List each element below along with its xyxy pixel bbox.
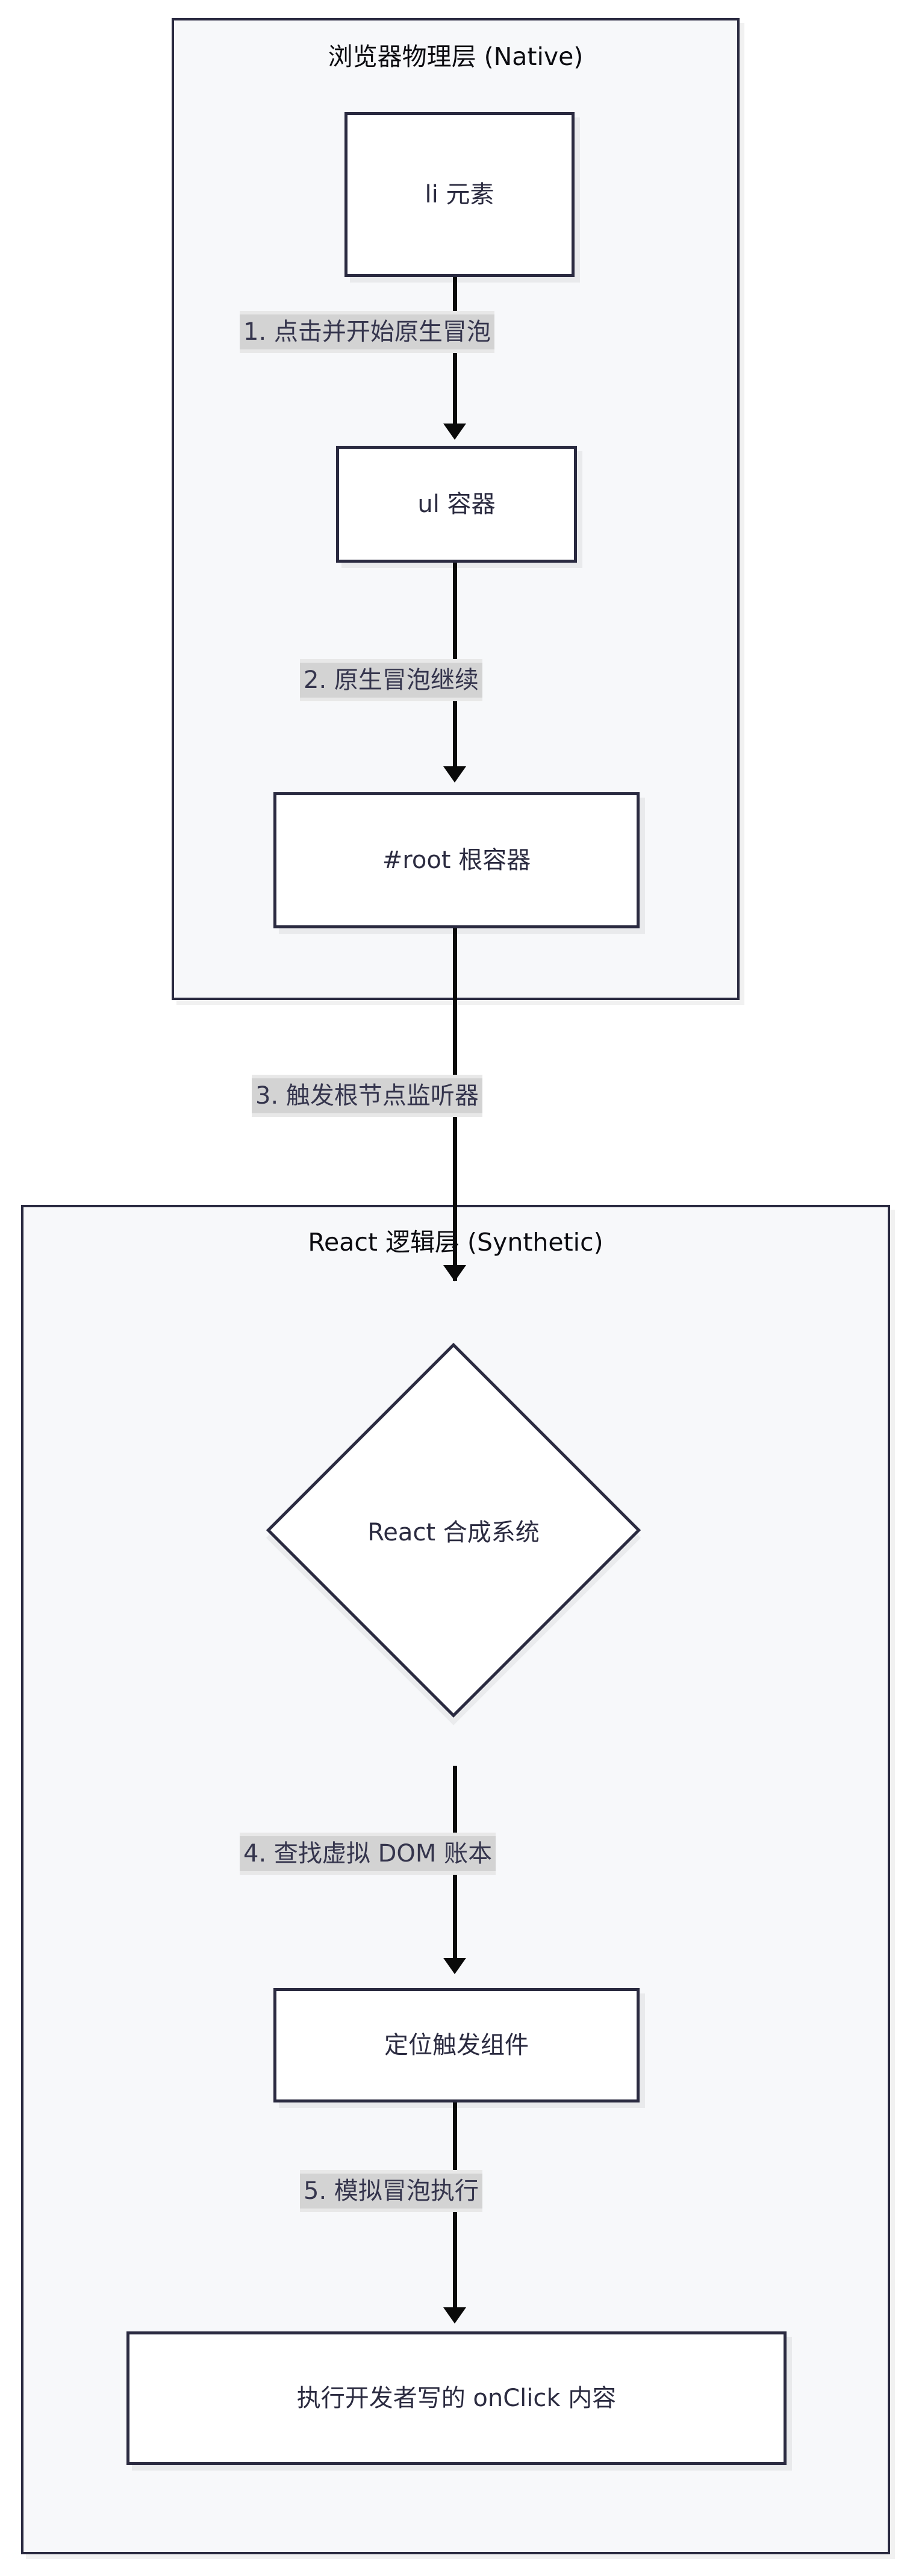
node-ul-container[interactable]: ul 容器 [336,446,577,563]
node-root-container[interactable]: #root 根容器 [273,792,640,928]
edge-label-2: 2. 原生冒泡继续 [300,663,482,698]
node-react-synthetic-system[interactable]: React 合成系统 [266,1342,641,1718]
edge-arrowhead-synthetic-to-locate [443,1958,466,1974]
subgraph-react-synthetic-title: React 逻辑层 (Synthetic) [308,1228,603,1257]
node-locate-component-label: 定位触发组件 [384,2031,529,2059]
subgraph-browser-native-title: 浏览器物理层 (Native) [328,42,584,71]
node-li-element[interactable]: li 元素 [344,112,575,277]
node-execute-onclick[interactable]: 执行开发者写的 onClick 内容 [126,2331,787,2465]
edge-label-1: 1. 点击并开始原生冒泡 [240,314,494,349]
edge-label-4: 4. 查找虚拟 DOM 账本 [240,1836,496,1871]
edge-line-li-to-ul [453,277,457,430]
node-li-element-label: li 元素 [425,181,494,208]
node-react-synthetic-system-label: React 合成系统 [367,1519,540,1546]
edge-arrowhead-li-to-ul [443,424,466,440]
edge-arrowhead-locate-to-onclick [443,2307,466,2324]
node-root-container-label: #root 根容器 [382,846,531,874]
node-execute-onclick-label: 执行开发者写的 onClick 内容 [296,2384,617,2412]
edge-arrowhead-ul-to-root [443,766,466,783]
node-locate-component[interactable]: 定位触发组件 [273,1988,640,2102]
edge-label-5: 5. 模拟冒泡执行 [300,2174,482,2209]
edge-arrowhead-root-to-synthetic [443,1265,466,1281]
node-ul-container-label: ul 容器 [417,490,496,518]
edge-label-3: 3. 触发根节点监听器 [252,1078,482,1113]
